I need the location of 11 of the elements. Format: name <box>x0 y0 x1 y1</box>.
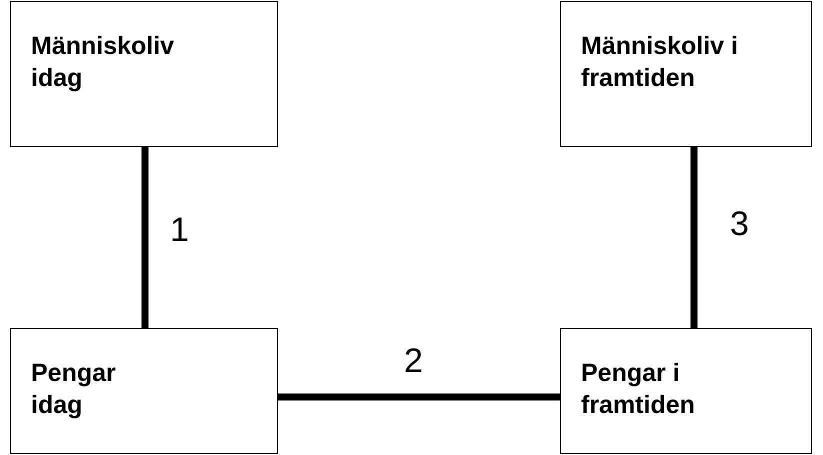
connector-line <box>278 394 560 400</box>
text-box <box>560 328 812 454</box>
text-box <box>560 1 812 147</box>
box-label: Människoliv i framtiden <box>581 31 739 94</box>
box-label: Pengar idag <box>31 358 117 421</box>
text-box <box>10 328 278 454</box>
box-label: Pengar i framtiden <box>581 358 696 421</box>
box-label: Människoliv idag <box>31 31 176 94</box>
connector-line <box>690 147 698 328</box>
text-box <box>10 1 278 147</box>
connector-line <box>142 147 148 328</box>
